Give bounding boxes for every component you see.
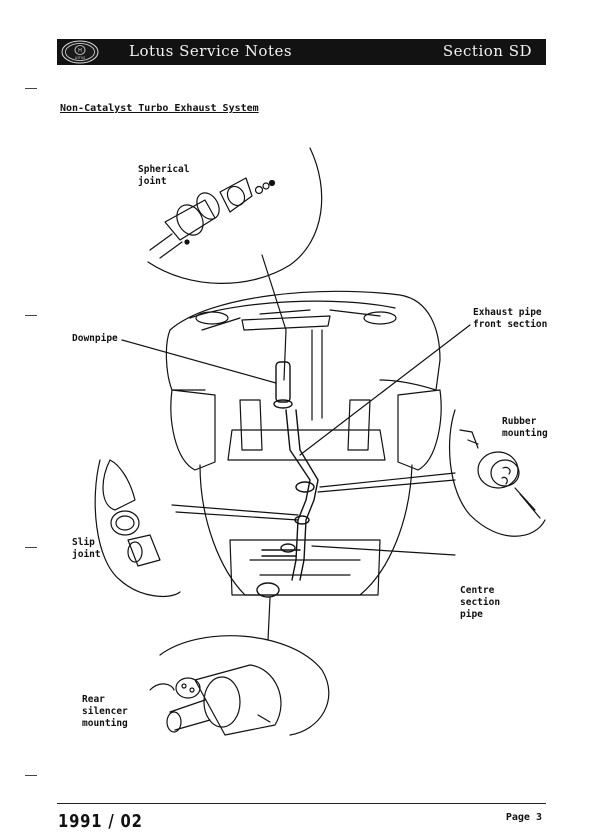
car-body-outline xyxy=(165,290,442,596)
svg-text:H: H xyxy=(78,48,82,54)
exhaust-front-leader xyxy=(299,324,471,456)
label-rear-silencer-mounting: Rear silencer mounting xyxy=(82,694,128,729)
label-centre-section-pipe: Centre section pipe xyxy=(460,585,501,620)
exhaust-pipe-run xyxy=(256,361,319,598)
label-spherical-joint: Spherical joint xyxy=(138,164,190,187)
rear-silencer-detail xyxy=(149,635,330,736)
spherical-joint-callout-outline xyxy=(147,147,323,284)
margin-mark xyxy=(25,88,37,89)
margin-mark xyxy=(25,315,37,316)
rubber-mounting-leader xyxy=(317,472,456,493)
footer-divider xyxy=(57,803,546,804)
margin-mark xyxy=(25,547,37,548)
footer-date: 1991 / 02 xyxy=(58,811,143,832)
slip-joint-leader xyxy=(171,504,299,521)
page-header: H LOTUS Lotus Service Notes Section SD xyxy=(57,39,546,65)
centre-section-leader xyxy=(311,545,456,556)
slip-joint-detail xyxy=(94,459,181,598)
header-section: Section SD xyxy=(442,42,532,60)
margin-mark xyxy=(25,775,37,776)
label-slip-joint: Slip joint xyxy=(72,537,101,560)
lotus-logo: H LOTUS xyxy=(61,40,99,64)
spherical-joint-detail xyxy=(149,177,276,259)
label-exhaust-front-section: Exhaust pipe front section xyxy=(473,307,548,330)
header-title: Lotus Service Notes xyxy=(129,42,293,60)
label-downpipe: Downpipe xyxy=(72,333,118,344)
downpipe-leader xyxy=(121,339,277,384)
footer-page-number: Page 3 xyxy=(505,812,542,823)
page-heading: Non-Catalyst Turbo Exhaust System xyxy=(60,103,259,114)
svg-text:LOTUS: LOTUS xyxy=(75,56,85,60)
rubber-mounting-detail xyxy=(448,409,546,537)
label-rubber-mounting: Rubber mounting xyxy=(502,416,548,439)
